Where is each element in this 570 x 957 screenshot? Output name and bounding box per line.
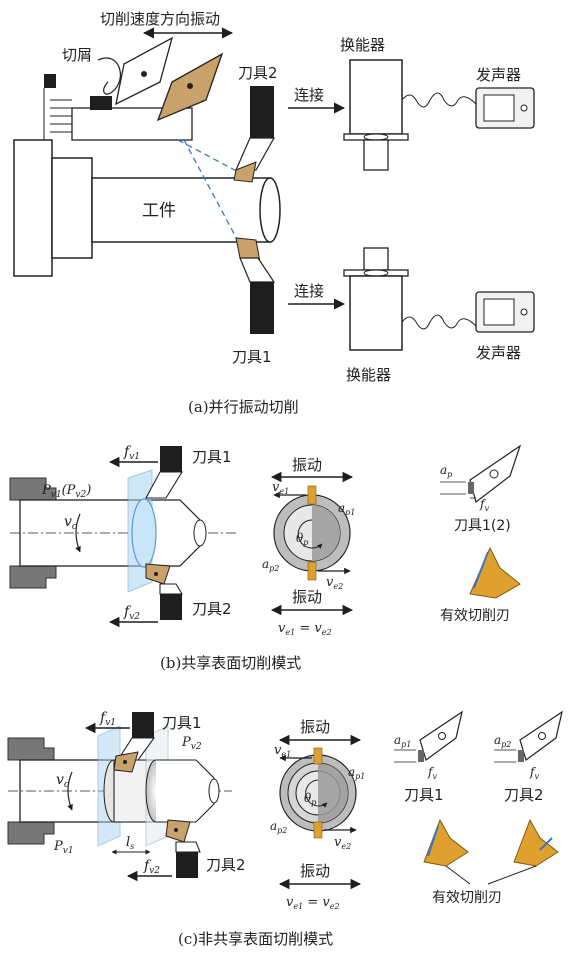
- r-tool2-label-c: 刀具2: [504, 786, 544, 804]
- ve2-label-c: ve2: [334, 835, 351, 851]
- vibration-label-c-bottom: 振动: [300, 862, 330, 880]
- pv2-label-c: Pv2: [181, 735, 202, 752]
- fv-label-b: fv: [479, 497, 489, 513]
- tool1-bottom: 刀具1: [232, 237, 276, 366]
- workpiece: 工件: [91, 177, 281, 243]
- generator-top: 发声器: [401, 66, 535, 129]
- ap1-label-c: ap1: [348, 765, 365, 781]
- vc-label-c: vc: [56, 772, 69, 790]
- panel-b: vc Pv1(Pv2) fv1 刀具1 fv2 刀具2 振动 θp ve1 ve…: [9, 444, 522, 672]
- ap-label-b: ap: [440, 463, 452, 479]
- edge-label-b: 有效切削刃: [440, 608, 510, 624]
- transducer-label-bottom: 换能器: [346, 366, 391, 384]
- caption-c: (c)非共享表面切削模式: [178, 930, 333, 948]
- r-ap1-label-c: ap1: [394, 733, 411, 749]
- dashed-guide: [177, 139, 247, 257]
- tool1-shank-b: [160, 446, 182, 472]
- theta-label-c: θp: [304, 791, 316, 807]
- r-ap2-label-c: ap2: [494, 733, 511, 749]
- caption-b: (b)共享表面切削模式: [160, 654, 301, 672]
- chip-label: 切屑: [62, 46, 92, 64]
- velocity-equation-b: ve1 = ve2: [278, 621, 332, 637]
- ap2-label-c: ap2: [270, 819, 287, 835]
- r-fv-label-c2: fv: [529, 765, 539, 781]
- edge-shape-c1: [423, 818, 469, 867]
- tool2-label-c: 刀具2: [206, 856, 246, 874]
- pv1-label-c: Pv1: [53, 839, 74, 856]
- tool12-label-b: 刀具1(2): [454, 518, 511, 534]
- ap1-label-b: ap1: [338, 501, 355, 517]
- ve2-label-b: ve2: [326, 575, 343, 591]
- generator-bottom: 发声器: [401, 291, 535, 362]
- fv2-label-c: fv2: [143, 858, 160, 876]
- ap2-label-b: ap2: [262, 557, 279, 573]
- r-tool1-label-c: 刀具1: [404, 786, 444, 804]
- fv1-label-b: fv1: [123, 444, 140, 462]
- tool2-shank-b: [160, 594, 182, 620]
- tool2-shank-c: [176, 852, 198, 878]
- panel-c: vc Pv1 Pv2 ls fv1 刀具1 fv2 刀具2 振动 θp ve1: [7, 710, 563, 948]
- connect-label-top: 连接: [294, 86, 324, 104]
- transducer-bottom: 换能器: [343, 247, 409, 384]
- connect-label-bottom: 连接: [294, 282, 324, 300]
- tool2-label: 刀具2: [238, 64, 278, 82]
- generator-label-top: 发声器: [476, 66, 521, 84]
- chuck-front: [51, 157, 93, 259]
- edge-shape-c2: [513, 818, 559, 867]
- vibration-direction-label: 切削速度方向振动: [100, 10, 220, 28]
- vc-label: vc: [64, 514, 77, 532]
- vibration-label-c-top: 振动: [300, 718, 330, 736]
- r-fv-label-c1: fv: [427, 765, 437, 781]
- chuck-back: [13, 139, 53, 277]
- velocity-equation-c: ve1 = ve2: [286, 895, 340, 911]
- fv1-label-c: fv1: [99, 710, 116, 728]
- chip-inset: 切削速度方向振动 切屑: [43, 10, 234, 141]
- tool1-label: 刀具1: [232, 348, 272, 366]
- theta-label-b: θp: [296, 531, 308, 547]
- plane-label: Pv1(Pv2): [41, 483, 91, 500]
- edge-label-c: 有效切削刃: [432, 890, 502, 906]
- vibration-label-b-bottom: 振动: [292, 588, 322, 606]
- transducer-label-top: 换能器: [340, 36, 385, 54]
- tool1-shank-c: [132, 712, 154, 738]
- fv2-label-b: fv2: [123, 604, 140, 622]
- transducer-top: 换能器: [340, 36, 409, 171]
- tool2-label-b: 刀具2: [192, 600, 232, 618]
- vibration-label-b-top: 振动: [292, 456, 322, 474]
- tool2-top: 刀具2: [233, 64, 278, 183]
- tool1-label-c: 刀具1: [162, 714, 202, 732]
- ls-label-c: ls: [126, 835, 134, 851]
- workpiece-label: 工件: [142, 201, 176, 221]
- tool1-label-b: 刀具1: [192, 448, 232, 466]
- panel-a: 工件 切削速度方向振动 切屑: [13, 10, 535, 416]
- caption-a: (a)并行振动切削: [188, 398, 299, 416]
- edge-shape-b: [469, 546, 521, 599]
- ve1-label-c: ve1: [274, 743, 291, 759]
- ve1-label-b: ve1: [272, 480, 289, 496]
- generator-label-bottom: 发声器: [476, 344, 521, 362]
